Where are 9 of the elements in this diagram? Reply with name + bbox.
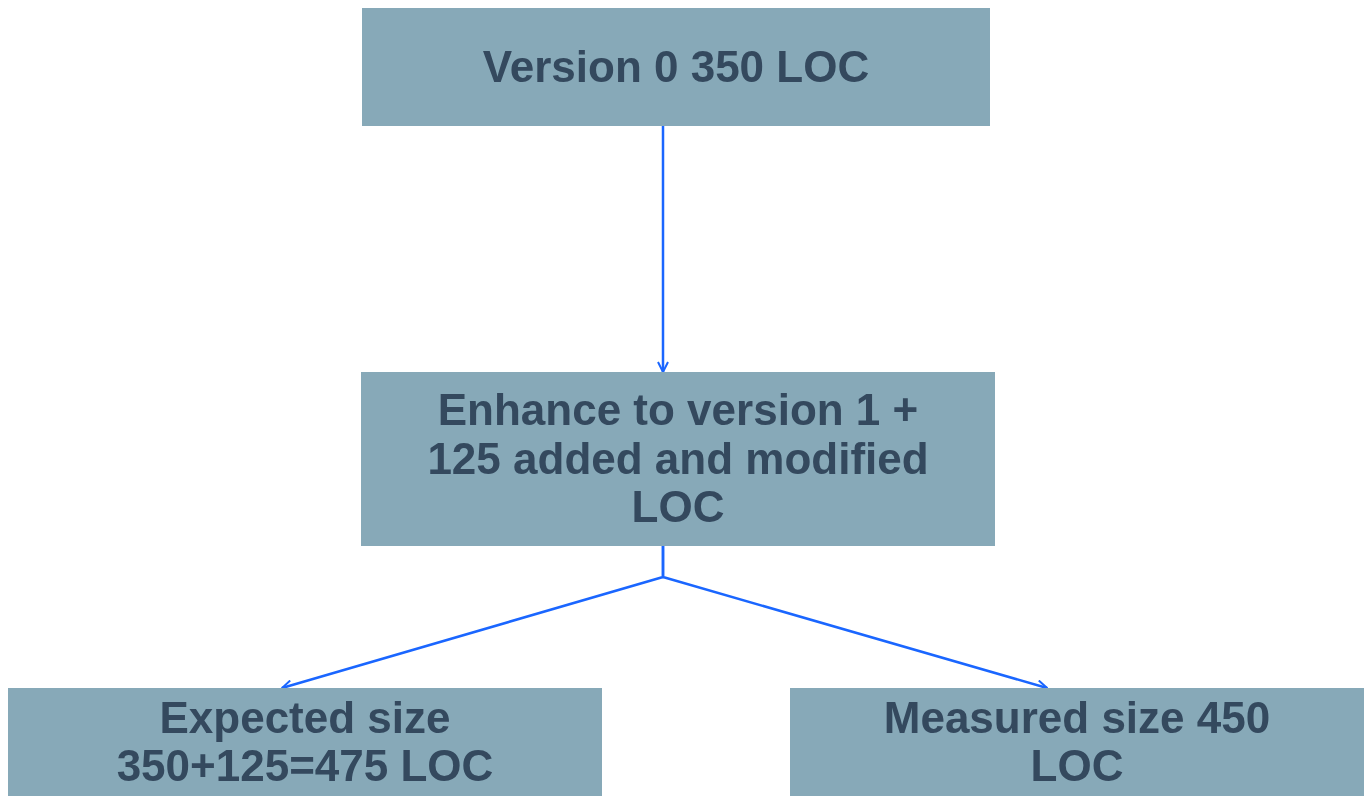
process-box xyxy=(790,688,1364,796)
box-label: Expected size 350+125=475 LOC xyxy=(115,693,495,791)
box-label: Version 0 350 LOC xyxy=(482,42,870,92)
box-label: Enhance to version 1 + 125 added and modified LOC xyxy=(426,386,930,532)
process-box xyxy=(362,8,990,126)
arrow xyxy=(657,126,669,373)
box-label: Measured size 450 LOC xyxy=(882,693,1272,791)
process-box xyxy=(361,372,995,546)
process-box xyxy=(8,688,602,796)
